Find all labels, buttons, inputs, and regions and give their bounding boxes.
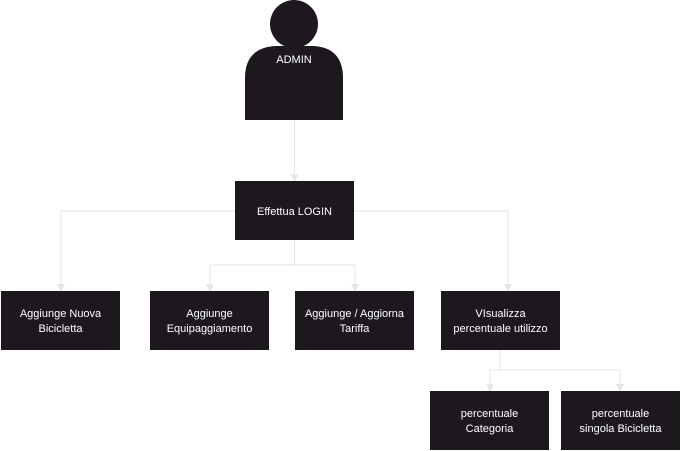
node-add-tariff-line-2: Tariffa — [340, 323, 371, 335]
node-view-usage: VIsualizza percentuale utilizzo — [441, 291, 560, 350]
node-login: Effettua LOGIN — [235, 181, 354, 240]
node-view-usage-line-1: VIsualizza — [475, 308, 526, 320]
node-add-tariff-line-1: Aggiunge / Aggiorna — [305, 308, 405, 320]
node-add-bike: Aggiunge Nuova Bicicletta — [1, 291, 120, 350]
node-pct-single-bike: percentuale singola Bicicletta — [561, 391, 680, 450]
connector-usage-to-pct-single-bike — [500, 369, 624, 392]
connectors — [57, 120, 624, 392]
node-login-label: Effettua LOGIN — [257, 206, 332, 218]
admin-actor: ADMIN — [245, 0, 343, 120]
user-silhouette-icon — [245, 0, 343, 120]
node-add-tariff: Aggiunge / Aggiorna Tariffa — [295, 291, 414, 350]
connector-login-to-add-bike — [57, 210, 235, 292]
node-add-equipment-line-2: Equipaggiamento — [167, 323, 253, 335]
node-pct-category: percentuale Categoria — [430, 391, 549, 450]
node-pct-category-line-2: Categoria — [466, 423, 515, 435]
node-add-bike-line-2: Bicicletta — [38, 323, 83, 335]
node-pct-single-bike-line-2: singola Bicicletta — [580, 423, 663, 435]
connector-login-to-view-usage — [354, 210, 512, 292]
node-pct-single-bike-line-1: percentuale — [592, 408, 650, 420]
connector-login-to-add-tariff — [294, 264, 359, 292]
node-view-usage-line-2: percentuale utilizzo — [453, 323, 547, 335]
node-add-equipment: Aggiunge Equipaggiamento — [150, 291, 269, 350]
node-add-equipment-line-1: Aggiunge — [186, 308, 233, 320]
admin-label: ADMIN — [276, 54, 312, 66]
connector-usage-to-pct-category — [486, 350, 501, 392]
node-add-bike-line-1: Aggiunge Nuova — [20, 308, 102, 320]
connector-login-to-add-equipment — [206, 240, 295, 292]
node-pct-category-line-1: percentuale — [461, 408, 519, 420]
